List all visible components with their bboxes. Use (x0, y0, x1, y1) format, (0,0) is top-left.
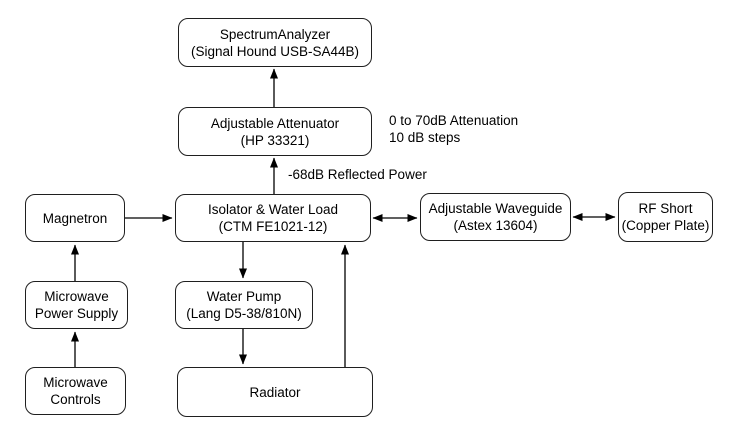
attenuation-range-note: 0 to 70dB Attenuation 10 dB steps (389, 112, 518, 146)
node-spectrum-analyzer: SpectrumAnalyzer (Signal Hound USB-SA44B… (178, 18, 372, 67)
node-magnetron: Magnetron (25, 194, 125, 242)
node-label: Microwave (43, 375, 108, 390)
node-label: Microwave (44, 289, 109, 304)
node-label: Adjustable Attenuator (210, 115, 340, 131)
node-label: SpectrumAnalyzer (219, 26, 331, 42)
node-label: Magnetron (42, 210, 108, 226)
node-sublabel: (Lang D5-38/810N) (186, 306, 302, 321)
node-radiator: Radiator (177, 367, 373, 417)
node-rf-short: RF Short (Copper Plate) (618, 192, 713, 242)
attenuation-note-line1: 0 to 70dB Attenuation (389, 113, 519, 128)
node-water-pump: Water Pump (Lang D5-38/810N) (175, 281, 313, 329)
node-label: Radiator (249, 384, 301, 400)
node-microwave-controls: Microwave Controls (25, 367, 126, 415)
node-sublabel: (Copper Plate) (621, 218, 710, 233)
attenuation-note-line2: 10 dB steps (389, 130, 461, 145)
node-sublabel: Power Supply (34, 306, 119, 321)
node-microwave-power-supply: Microwave Power Supply (25, 281, 128, 329)
node-label: RF Short (638, 201, 693, 216)
node-label: Water Pump (206, 289, 282, 304)
node-sublabel: (CTM FE1021-12) (218, 219, 328, 234)
node-adjustable-waveguide: Adjustable Waveguide (Astex 13604) (420, 193, 571, 241)
node-sublabel: Controls (50, 392, 101, 407)
reflected-power-label: -68dB Reflected Power (288, 167, 427, 182)
node-adjustable-attenuator: Adjustable Attenuator (HP 33321) (178, 107, 372, 156)
node-sublabel: (HP 33321) (240, 132, 310, 148)
node-sublabel: (Astex 13604) (453, 218, 538, 233)
node-isolator-water-load: Isolator & Water Load (CTM FE1021-12) (175, 194, 371, 242)
node-label: Isolator & Water Load (207, 202, 339, 217)
node-label: Adjustable Waveguide (428, 201, 563, 216)
node-sublabel: (Signal Hound USB-SA44B) (190, 43, 360, 59)
